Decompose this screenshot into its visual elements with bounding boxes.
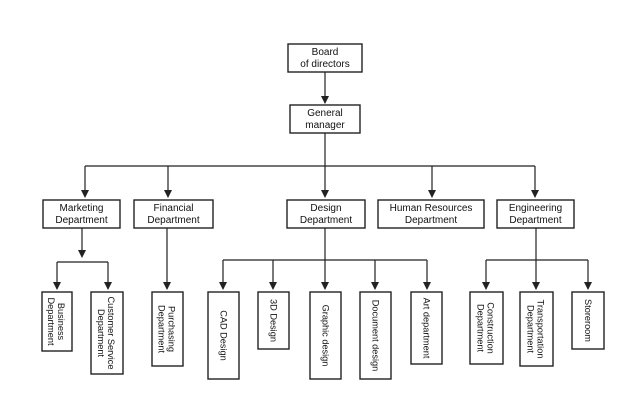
node-art-line-1: Art department: [422, 298, 432, 359]
node-board: Board of directors: [287, 43, 363, 73]
node-marketing-line-2: Department: [55, 215, 107, 226]
node-cad-design: CAD Design: [207, 291, 240, 380]
node-art-department: Art department: [410, 291, 443, 365]
node-hr-line-2: Department: [405, 215, 457, 226]
node-board-line-2: of directors: [300, 59, 349, 70]
node-transportation-line-1: Transportation: [536, 300, 546, 359]
node-design-line-2: Department: [300, 215, 352, 226]
node-human-resources: Human Resources Department: [377, 199, 485, 229]
node-customer-line-1: Customer Service: [106, 296, 116, 369]
node-transportation-line-2: Department: [526, 305, 536, 353]
node-graphic-line-1: Graphic design: [321, 305, 331, 367]
node-business-line-1: Business: [56, 303, 66, 341]
node-transportation: Transportation Department: [519, 291, 554, 367]
node-general-manager: General manager: [289, 104, 361, 134]
node-purchasing-line-1: Purchasing: [167, 306, 177, 352]
node-construction: Construction Department: [469, 291, 504, 365]
node-financial-line-2: Department: [147, 215, 199, 226]
node-marketing-line-1: Marketing: [60, 203, 104, 214]
node-engineering-line-1: Engineering: [509, 203, 562, 214]
node-storeroom: Storeroom: [571, 291, 605, 350]
node-gm-line-1: General: [307, 108, 343, 119]
node-financial: Financial Department: [133, 199, 214, 229]
node-construction-line-2: Department: [476, 304, 486, 352]
node-marketing: Marketing Department: [42, 199, 121, 229]
node-engineering-line-2: Department: [509, 215, 561, 226]
node-customer-service: Customer Service Department: [90, 291, 124, 375]
node-gm-line-2: manager: [305, 120, 345, 131]
node-engineering: Engineering Department: [496, 199, 575, 229]
node-design: Design Department: [286, 199, 366, 229]
node-graphic-design: Graphic design: [309, 291, 342, 380]
node-customer-line-2: Department: [96, 309, 106, 357]
node-purchasing-line-2: Department: [157, 305, 167, 353]
node-3d-design: 3D Design: [257, 291, 290, 350]
node-business-line-2: Department: [46, 297, 56, 345]
node-board-line-1: Board: [312, 47, 339, 58]
node-document-design: Document design: [359, 291, 392, 380]
node-storeroom-line-1: Storeroom: [583, 299, 593, 342]
connectors: [53, 72, 592, 290]
node-business: Business Department: [41, 291, 73, 352]
node-design-line-1: Design: [310, 203, 341, 214]
node-financial-line-1: Financial: [153, 203, 193, 214]
node-3d-line-1: 3D Design: [269, 299, 279, 342]
node-purchasing: Purchasing Department: [151, 291, 184, 367]
node-document-line-1: Document design: [371, 300, 381, 372]
node-construction-line-1: Construction: [486, 302, 496, 354]
node-cad-line-1: CAD Design: [219, 310, 229, 361]
node-hr-line-1: Human Resources: [390, 203, 473, 214]
